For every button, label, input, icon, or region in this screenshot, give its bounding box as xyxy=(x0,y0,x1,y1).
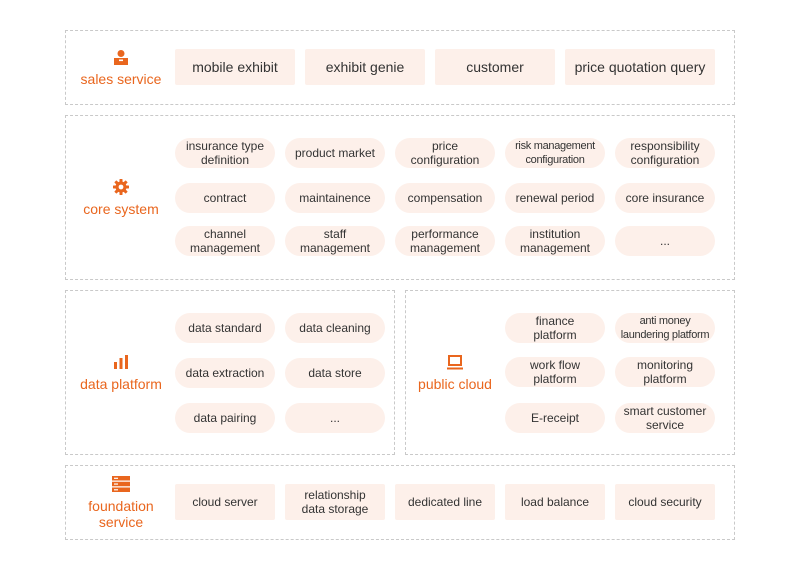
data-item-data-standard[interactable]: data standard xyxy=(175,313,275,343)
data-item-data-cleaning[interactable]: data cleaning xyxy=(285,313,385,343)
foundation-item-cloud-security[interactable]: cloud security xyxy=(615,484,715,520)
core-item-contract[interactable]: contract xyxy=(175,183,275,213)
cloud-item-monitoring-platform[interactable]: monitoring platform xyxy=(615,357,715,387)
foundation-service-panel: foundation service cloud server relation… xyxy=(65,465,735,540)
core-item-responsibility-configuration[interactable]: responsibility configuration xyxy=(615,138,715,168)
sales-service-header: sales service xyxy=(66,31,176,104)
data-platform-header: data platform xyxy=(66,291,176,454)
data-item-more[interactable]: ... xyxy=(285,403,385,433)
monitor-icon xyxy=(447,354,463,369)
core-system-label: core system xyxy=(83,200,159,217)
foundation-item-load-balance[interactable]: load balance xyxy=(505,484,605,520)
core-item-institution-management[interactable]: institution management xyxy=(505,226,605,256)
core-item-maintainence[interactable]: maintainence xyxy=(285,183,385,213)
bar-chart-icon xyxy=(114,354,128,369)
server-icon xyxy=(112,475,130,492)
cloud-item-finance-platform[interactable]: finance platform xyxy=(505,313,605,343)
public-cloud-label: public cloud xyxy=(418,375,492,392)
gear-icon xyxy=(113,178,129,195)
data-item-data-extraction[interactable]: data extraction xyxy=(175,358,275,388)
core-item-price-configuration[interactable]: price configuration xyxy=(395,138,495,168)
core-item-channel-management[interactable]: channel management xyxy=(175,226,275,256)
data-platform-label: data platform xyxy=(80,375,162,392)
data-item-data-store[interactable]: data store xyxy=(285,358,385,388)
sales-item-price-quotation-query[interactable]: price quotation query xyxy=(565,49,715,85)
cloud-item-work-flow-platform[interactable]: work flow platform xyxy=(505,357,605,387)
core-system-panel: core system insurance type definition pr… xyxy=(65,115,735,280)
core-item-core-insurance[interactable]: core insurance xyxy=(615,183,715,213)
foundation-item-cloud-server[interactable]: cloud server xyxy=(175,484,275,520)
public-cloud-header: public cloud xyxy=(406,291,504,454)
core-item-more[interactable]: ... xyxy=(615,226,715,256)
core-item-risk-management-configuration[interactable]: risk management configuration xyxy=(505,138,605,168)
cloud-item-anti-money-laundering-platform[interactable]: anti money laundering platform xyxy=(615,313,715,343)
data-platform-panel: data platform data standard data cleanin… xyxy=(65,290,395,455)
sales-item-customer[interactable]: customer xyxy=(435,49,555,85)
data-item-data-pairing[interactable]: data pairing xyxy=(175,403,275,433)
user-icon xyxy=(114,49,128,65)
core-item-insurance-type-definition[interactable]: insurance type definition xyxy=(175,138,275,168)
sales-item-mobile-exhibit[interactable]: mobile exhibit xyxy=(175,49,295,85)
core-item-compensation[interactable]: compensation xyxy=(395,183,495,213)
cloud-item-e-receipt[interactable]: E-receipt xyxy=(505,403,605,433)
foundation-service-header: foundation service xyxy=(66,466,176,539)
core-item-staff-management[interactable]: staff management xyxy=(285,226,385,256)
foundation-item-relationship-data-storage[interactable]: relationship data storage xyxy=(285,484,385,520)
cloud-item-smart-customer-service[interactable]: smart customer service xyxy=(615,403,715,433)
foundation-service-label: foundation service xyxy=(88,497,154,530)
sales-service-panel: sales service mobile exhibit exhibit gen… xyxy=(65,30,735,105)
core-item-product-market[interactable]: product market xyxy=(285,138,385,168)
sales-service-label: sales service xyxy=(80,70,162,87)
sales-item-exhibit-genie[interactable]: exhibit genie xyxy=(305,49,425,85)
core-system-header: core system xyxy=(66,116,176,279)
public-cloud-panel: public cloud finance platform anti money… xyxy=(405,290,735,455)
core-item-renewal-period[interactable]: renewal period xyxy=(505,183,605,213)
foundation-item-dedicated-line[interactable]: dedicated line xyxy=(395,484,495,520)
core-item-performance-management[interactable]: performance management xyxy=(395,226,495,256)
